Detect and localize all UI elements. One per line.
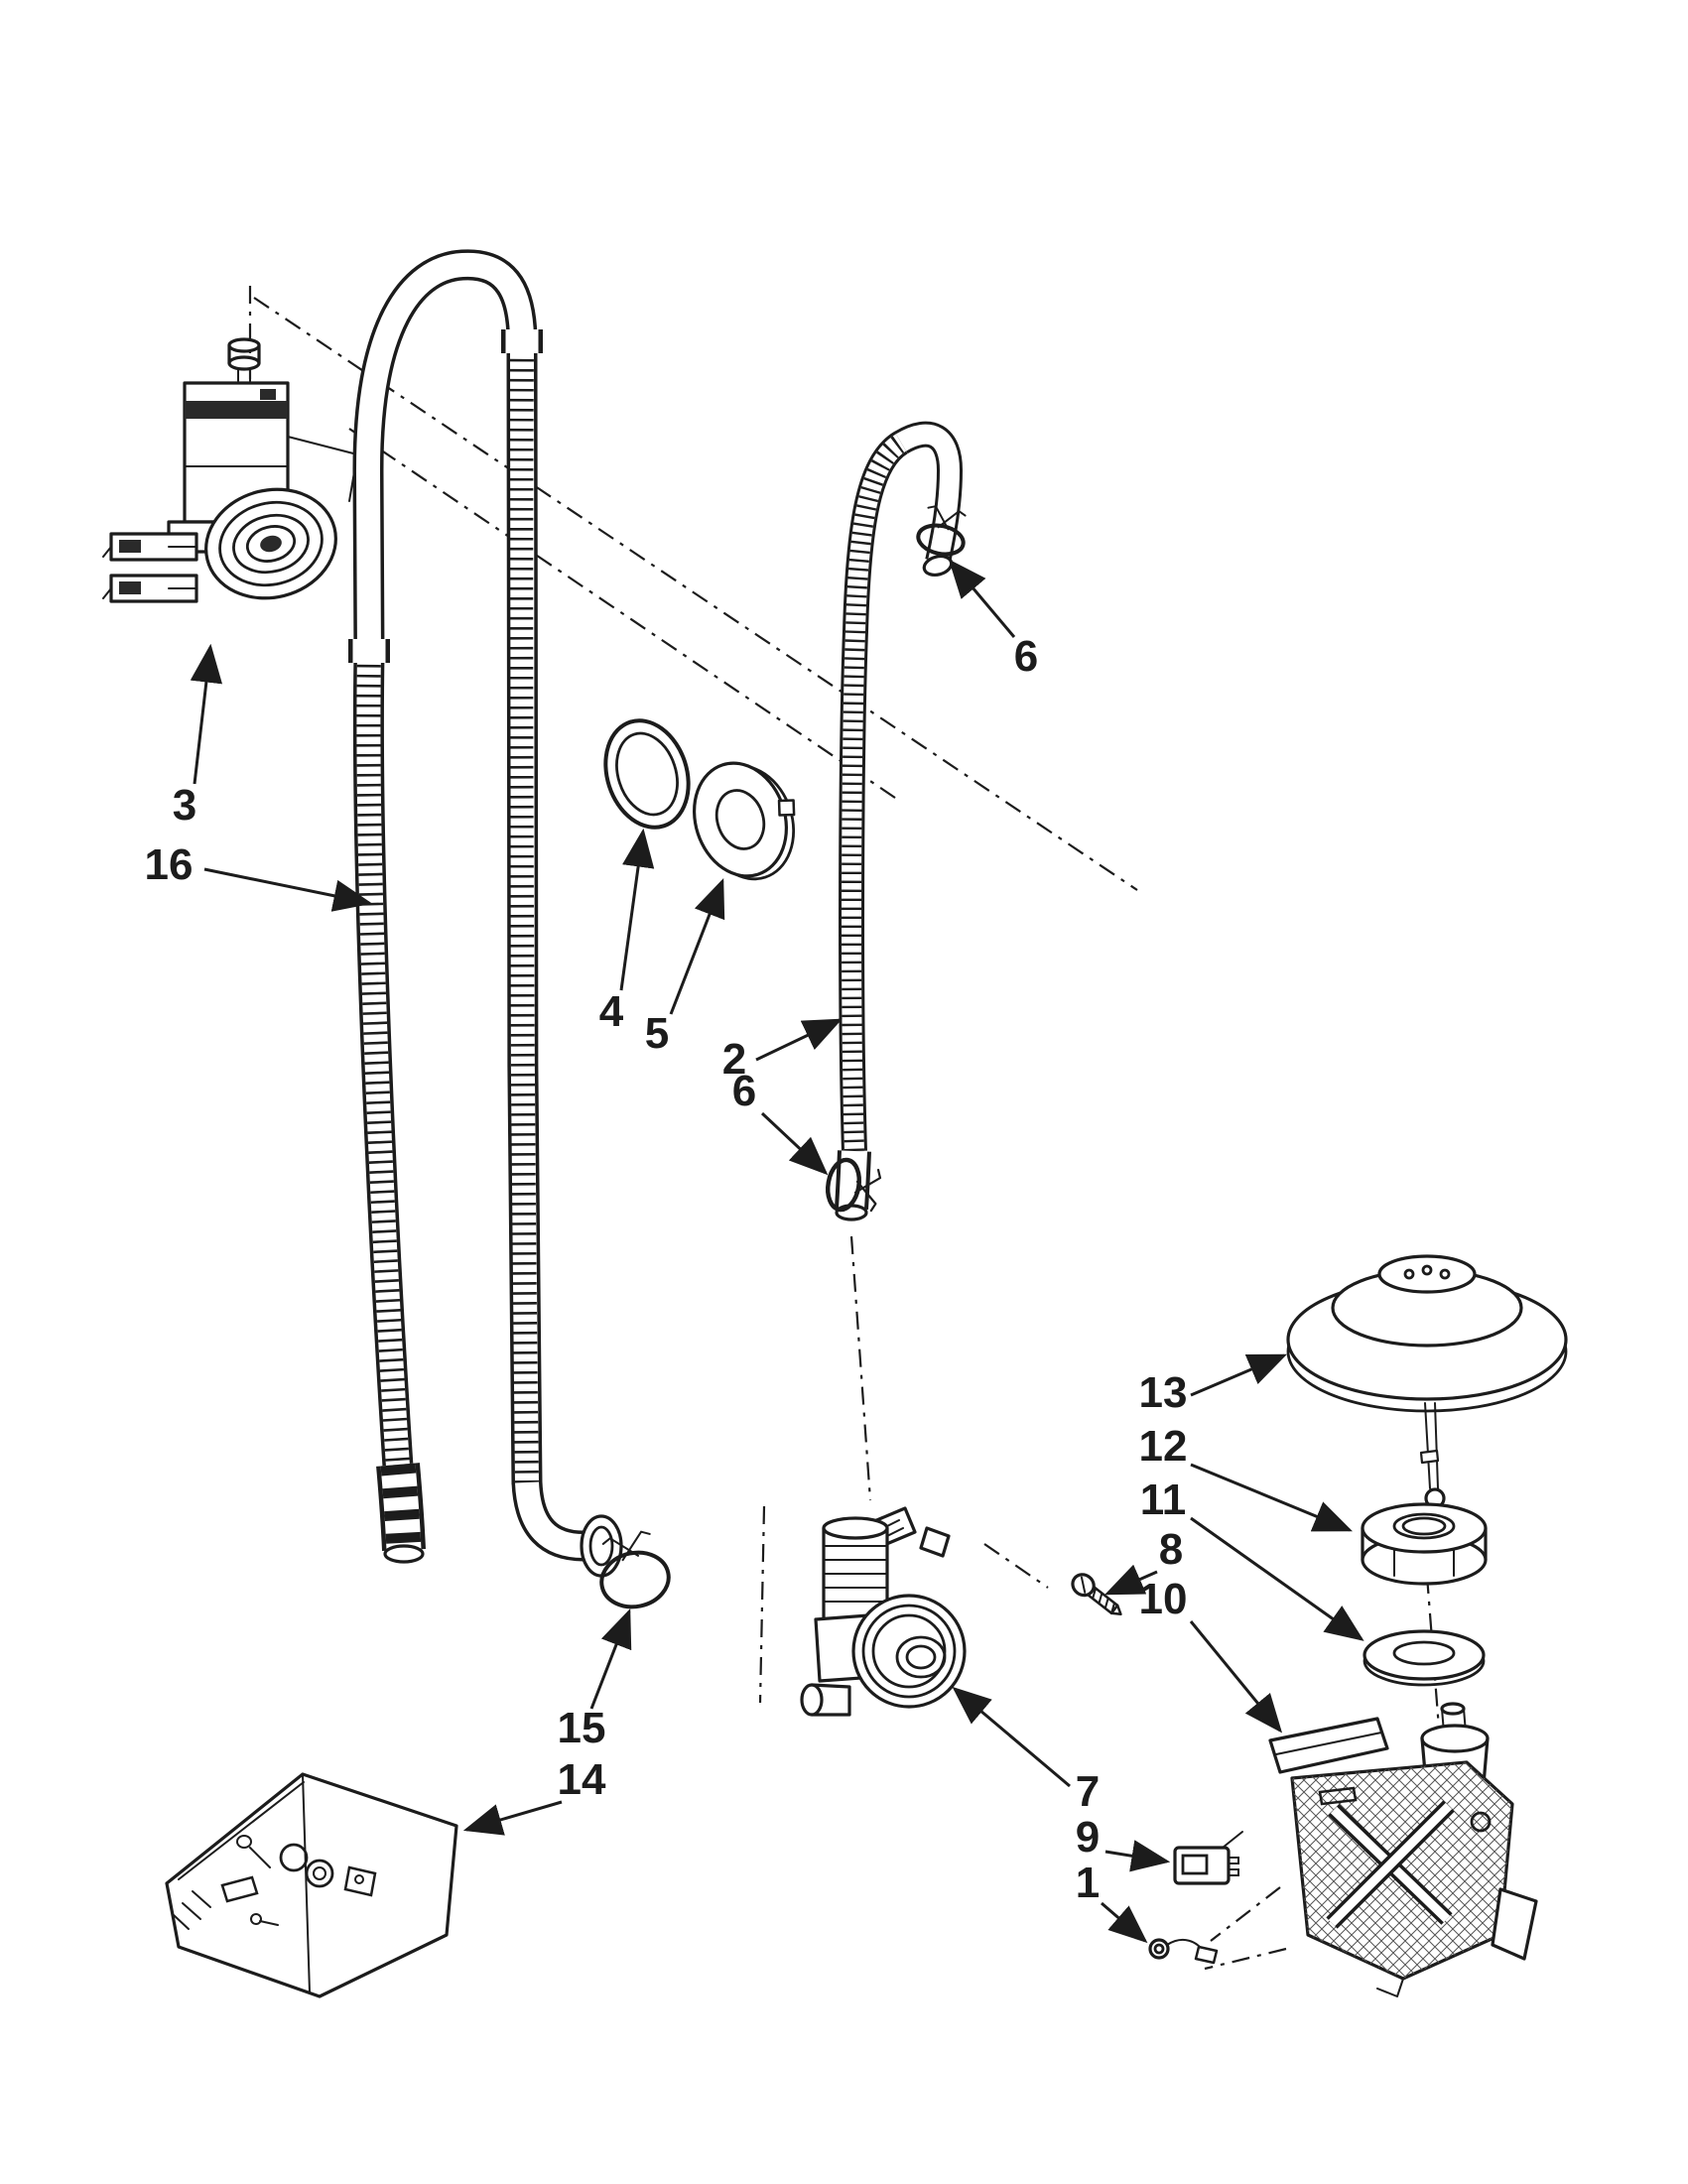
callout-12-label: 12	[1139, 1422, 1188, 1471]
float-nut	[1361, 1502, 1488, 1586]
callout-6-label: 6	[732, 1067, 756, 1115]
callout-16-label: 16	[145, 840, 194, 889]
mounting-nut	[693, 761, 796, 881]
callout-9-leader	[1104, 1840, 1171, 1872]
callout-11-label: 11	[1140, 1476, 1187, 1524]
callout-12-leader	[1190, 1463, 1354, 1532]
callout-8-label: 8	[1159, 1525, 1183, 1574]
callout-4-leader	[619, 828, 655, 991]
callout-14-label: 14	[558, 1755, 606, 1804]
callout-11-leader	[1190, 1516, 1364, 1641]
callout-4-label: 4	[599, 987, 624, 1036]
assembly-axis-lines	[248, 286, 1441, 1971]
callout-3-leader	[190, 643, 223, 785]
callout-16-leader	[203, 867, 373, 912]
overfill-float-dome	[1286, 1254, 1568, 1509]
wire-hose-clamp	[599, 1530, 671, 1609]
callout-10-leader	[1189, 1620, 1283, 1734]
callout-2-label: 2	[722, 1035, 746, 1084]
callout-3-label: 3	[173, 781, 196, 830]
float-switch	[1173, 1831, 1243, 1885]
screw	[1071, 1573, 1122, 1616]
callout-7-leader	[952, 1686, 1071, 1788]
literature-parts-bag	[165, 1772, 458, 1998]
callout-1-leader	[1101, 1901, 1148, 1944]
ring-washer	[603, 718, 691, 830]
callout-5-label: 5	[645, 1009, 669, 1058]
drain-loop-hose	[348, 249, 623, 1578]
callout-1-label: 1	[1076, 1859, 1100, 1907]
callout-9-label: 9	[1076, 1813, 1100, 1862]
callout-10-label: 10	[1139, 1575, 1188, 1623]
actuator-clip	[1148, 1938, 1219, 1965]
callout-7-label: 7	[1076, 1767, 1100, 1816]
callout-13-label: 13	[1139, 1368, 1188, 1417]
callout-13-leader	[1190, 1353, 1287, 1397]
callout-15-label: 15	[558, 1704, 606, 1752]
callout-14-leader	[462, 1800, 563, 1836]
callout-5-leader	[669, 877, 725, 1015]
callout-8-leader	[1104, 1564, 1158, 1596]
callout-6-label: 6	[1014, 632, 1038, 681]
drain-hose	[824, 421, 973, 1221]
callout-6-leader	[760, 1111, 829, 1176]
float-washer	[1363, 1629, 1486, 1687]
callout-2-leader	[755, 1018, 843, 1062]
hose-elbow-cuff	[580, 1514, 623, 1578]
float-switch-bracket	[1268, 1702, 1538, 1997]
air-gap-corrugated-cone	[204, 487, 337, 600]
water-inlet-valve	[800, 1506, 967, 1717]
callout-6-leader	[948, 559, 1016, 638]
callout-15-leader	[589, 1607, 632, 1710]
fill-funnel-air-gap-assembly	[102, 337, 358, 603]
